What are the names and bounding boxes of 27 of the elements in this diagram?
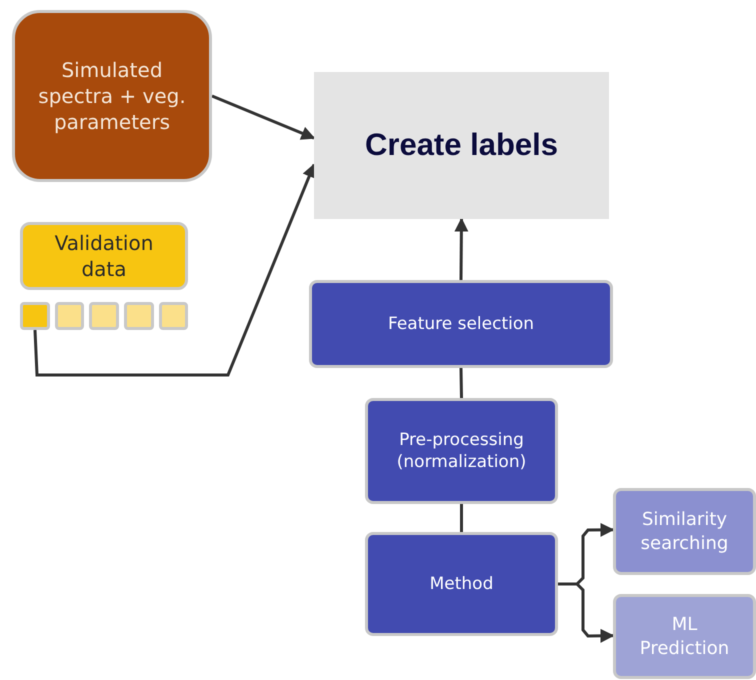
node-label: Feature selection bbox=[386, 312, 536, 336]
process-box bbox=[309, 280, 613, 368]
process-box bbox=[365, 532, 558, 636]
arrow bbox=[211, 94, 316, 140]
output-box bbox=[314, 72, 609, 219]
node-label: Method bbox=[428, 572, 494, 596]
arrow bbox=[558, 582, 614, 643]
node-label: ML Prediction bbox=[638, 613, 730, 660]
arrow bbox=[34, 163, 316, 376]
data-segment bbox=[159, 302, 188, 330]
node-label: Simulated spectra + veg. parameters bbox=[37, 57, 187, 135]
connector-line bbox=[460, 504, 463, 532]
option-box bbox=[613, 594, 756, 679]
data-box bbox=[20, 222, 188, 290]
title-text: Create labels bbox=[364, 126, 559, 164]
node-label: Validation data bbox=[54, 230, 154, 282]
process-box bbox=[365, 398, 558, 504]
connector-line bbox=[460, 368, 463, 398]
process-box bbox=[12, 10, 212, 182]
node-label: Similarity searching bbox=[640, 508, 730, 555]
option-box bbox=[613, 488, 756, 575]
arrow bbox=[454, 218, 468, 280]
data-segment bbox=[89, 302, 119, 330]
data-segment bbox=[20, 302, 50, 330]
node-label: Pre-processing (normalization) bbox=[396, 428, 528, 474]
data-segment bbox=[124, 302, 154, 330]
data-segment bbox=[55, 302, 84, 330]
